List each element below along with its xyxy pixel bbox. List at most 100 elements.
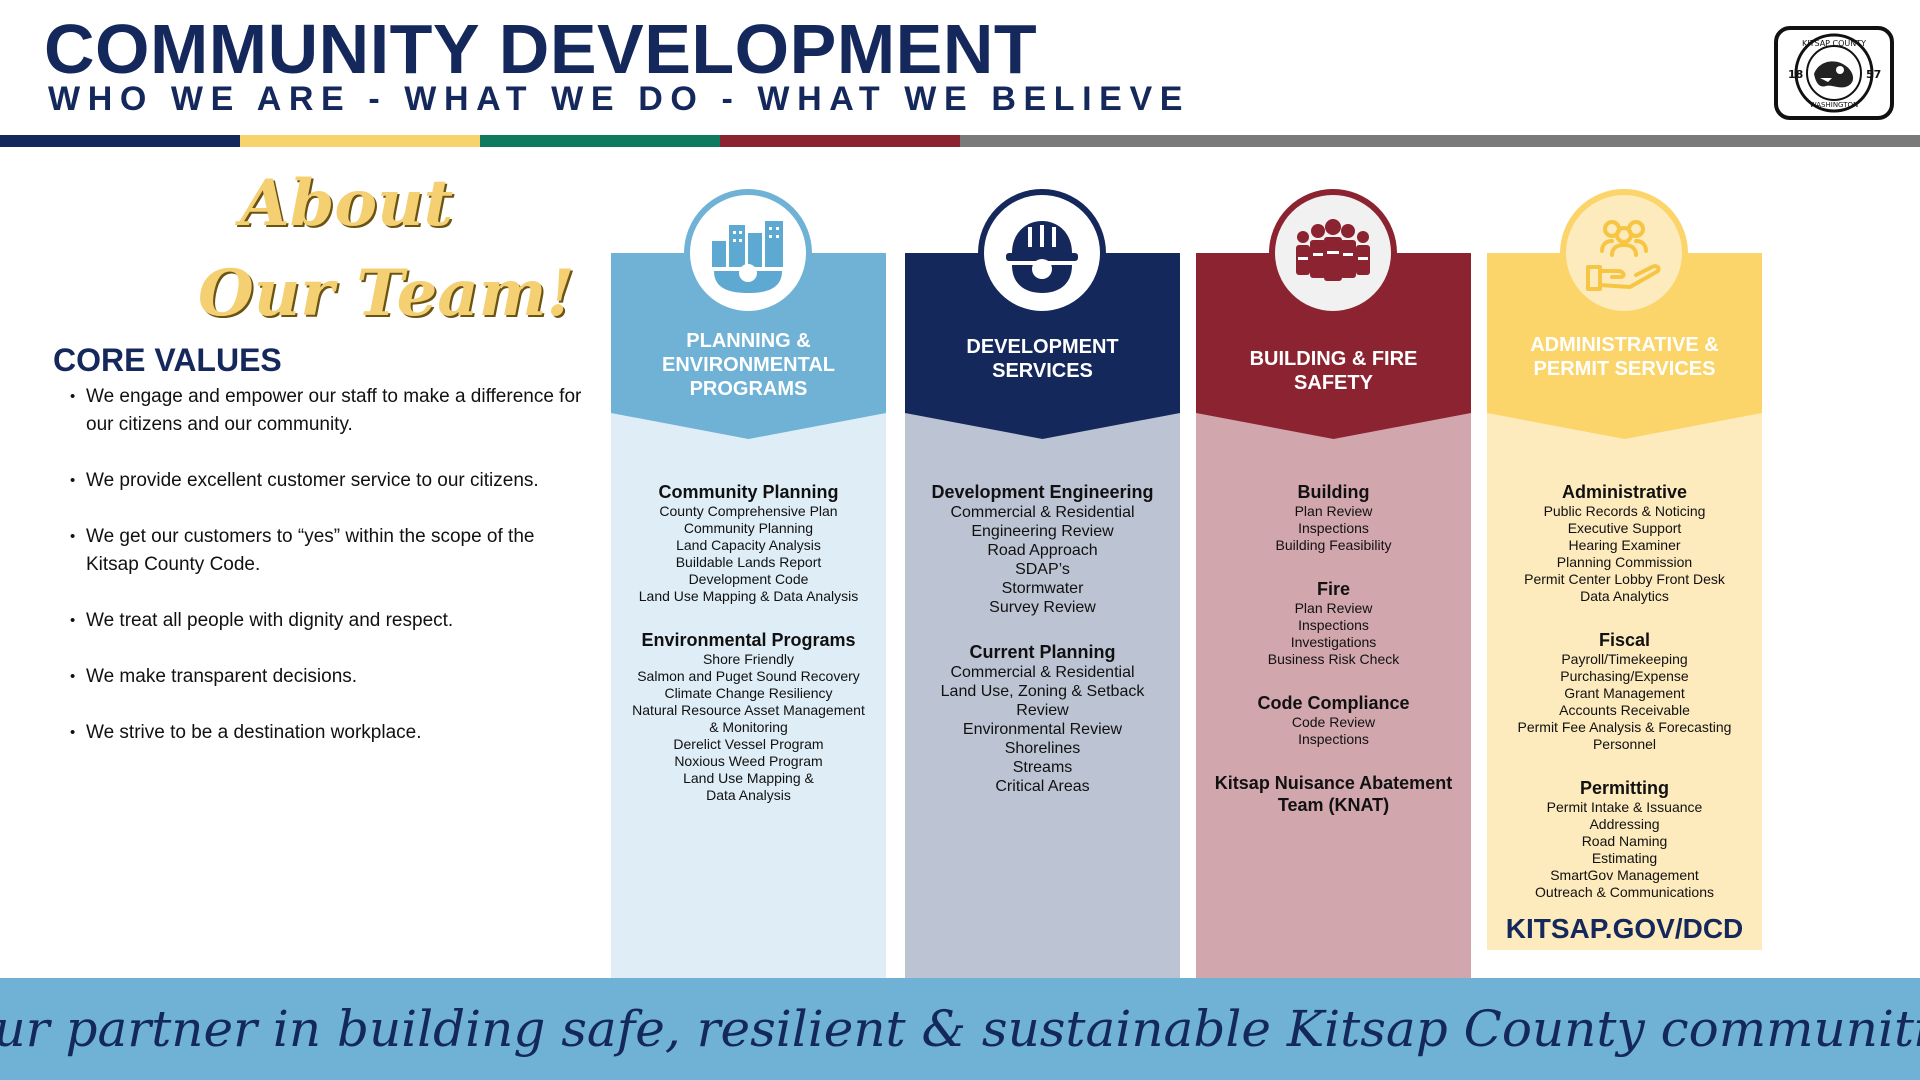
column-body: Building Plan Review Inspections Buildin… — [1196, 413, 1471, 979]
section-list: Commercial & Residential Land Use, Zonin… — [905, 663, 1180, 796]
footer-tagline: Your partner in building safe, resilient… — [0, 1000, 1920, 1058]
seal-text-top: KITSAP COUNTY — [1802, 39, 1866, 48]
column-administrative-permit: ADMINISTRATIVE & PERMIT SERVICES Adminis… — [1487, 189, 1762, 950]
section-item: Purchasing/Expense — [1560, 668, 1689, 684]
column-title: ADMINISTRATIVE & PERMIT SERVICES — [1530, 334, 1719, 380]
core-values-title: CORE VALUES — [53, 342, 282, 378]
section-list: Commercial & Residential Engineering Rev… — [905, 503, 1180, 617]
section-item: Permit Intake & Issuance — [1546, 799, 1703, 815]
column-header: ADMINISTRATIVE & PERMIT SERVICES — [1487, 253, 1762, 439]
column-title: DEVELOPMENT SERVICES — [966, 336, 1119, 382]
kitsap-county-seal-icon: KITSAP COUNTY WASHINGTON 18 57 — [1774, 26, 1894, 120]
section-item: County Comprehensive Plan — [659, 503, 838, 519]
section-item: Land Use Mapping & — [683, 770, 814, 786]
section-item: Shorelines — [1004, 740, 1081, 757]
section-list: Permit Intake & Issuance Addressing Road… — [1487, 799, 1762, 901]
section-list: Plan Review Inspections Investigations B… — [1196, 600, 1471, 668]
section-item: Outreach & Communications — [1535, 884, 1714, 900]
color-stripe-bar — [0, 135, 1920, 147]
section-item: Planning Commission — [1556, 554, 1693, 570]
city-gear-icon — [684, 189, 812, 317]
section-item: Executive Support — [1567, 520, 1682, 536]
section-item: Commercial & Residential — [950, 664, 1135, 681]
seal-year-right: 57 — [1866, 68, 1881, 81]
seal-year-left: 18 — [1788, 68, 1803, 81]
section-list: County Comprehensive Plan Community Plan… — [611, 503, 886, 605]
page-subtitle: WHO WE ARE - WHAT WE DO - WHAT WE BELIEV… — [48, 80, 1190, 118]
section-item: Natural Resource Asset Management — [632, 702, 865, 718]
section-item: Investigations — [1290, 634, 1377, 650]
section-item: Development Code — [688, 571, 809, 587]
section-item: Business Risk Check — [1267, 651, 1400, 667]
section-heading: Permitting — [1579, 778, 1669, 798]
core-value-item: We provide excellent customer service to… — [62, 467, 582, 495]
section-heading: Current Planning — [969, 642, 1116, 662]
section-heading: Building — [1297, 482, 1370, 502]
section-item: Plan Review — [1294, 600, 1373, 616]
section-item: Land Use, Zoning & Setback — [940, 683, 1145, 700]
section-item: Survey Review — [989, 599, 1096, 616]
core-value-item: We treat all people with dignity and res… — [62, 607, 582, 635]
section-item: SmartGov Management — [1550, 867, 1699, 883]
section-item: Permit Center Lobby Front Desk — [1524, 571, 1725, 587]
section-item: Derelict Vessel Program — [673, 736, 824, 752]
section-list: Payroll/Timekeeping Purchasing/Expense G… — [1487, 651, 1762, 753]
section-item: Climate Change Resiliency — [664, 685, 833, 701]
column-development-services: DEVELOPMENT SERVICES Development Enginee… — [905, 189, 1180, 980]
core-value-item: We strive to be a destination workplace. — [62, 719, 582, 747]
section-item: Road Approach — [987, 542, 1098, 559]
core-value-item: We engage and empower our staff to make … — [62, 383, 582, 439]
section-heading: Fiscal — [1598, 630, 1651, 650]
stripe-yellow — [240, 135, 480, 147]
section-list: Public Records & Noticing Executive Supp… — [1487, 503, 1762, 605]
section-item: Salmon and Puget Sound Recovery — [637, 668, 860, 684]
section-item: Land Use Mapping & Data Analysis — [638, 588, 859, 604]
section-heading: Code Compliance — [1257, 693, 1410, 713]
section-heading: Fire — [1316, 579, 1350, 599]
core-value-item: We get our customers to “yes” within the… — [62, 523, 582, 579]
section-item: Payroll/Timekeeping — [1561, 651, 1688, 667]
section-heading: Environmental Programs — [641, 630, 856, 650]
section-list: Plan Review Inspections Building Feasibi… — [1196, 503, 1471, 554]
workers-group-icon — [1269, 189, 1397, 317]
core-value-item: We make transparent decisions. — [62, 663, 582, 691]
section-item: Review — [1016, 702, 1069, 719]
section-heading: Community Planning — [658, 482, 839, 502]
section-heading: Development Engineering — [931, 482, 1154, 502]
stripe-red — [720, 135, 960, 147]
section-item: Data Analysis — [706, 787, 791, 803]
about-heading-line2: Our Team! — [198, 256, 575, 331]
section-heading: Kitsap Nuisance Abatement Team (KNAT) — [1214, 773, 1453, 815]
section-item: Building Feasibility — [1275, 537, 1392, 553]
section-heading: Administrative — [1561, 482, 1688, 502]
about-heading-line1: About — [240, 166, 454, 241]
section-item: Estimating — [1591, 850, 1658, 866]
section-item: Critical Areas — [995, 778, 1090, 795]
section-item: Inspections — [1298, 520, 1369, 536]
section-item: Streams — [1012, 759, 1073, 776]
column-body: Administrative Public Records & Noticing… — [1487, 413, 1762, 950]
section-item: Stormwater — [1001, 580, 1084, 597]
section-item: Code Review — [1291, 714, 1376, 730]
website-link[interactable]: KITSAP.GOV/DCD — [1505, 913, 1744, 944]
section-item: Addressing — [1589, 816, 1660, 832]
column-body: Development Engineering Commercial & Res… — [905, 413, 1180, 980]
stripe-gray — [960, 135, 1920, 147]
hardhat-gear-icon — [978, 189, 1106, 317]
section-list: Shore Friendly Salmon and Puget Sound Re… — [611, 651, 886, 804]
section-item: Shore Friendly — [702, 651, 795, 667]
section-item: Data Analytics — [1580, 588, 1669, 604]
column-building-fire-safety: BUILDING & FIRE SAFETY Building Plan Rev… — [1196, 189, 1471, 979]
stripe-green — [480, 135, 720, 147]
section-item: Accounts Receivable — [1559, 702, 1690, 718]
column-body: Community Planning County Comprehensive … — [611, 413, 886, 979]
section-item: Community Planning — [683, 520, 814, 536]
section-item: Land Capacity Analysis — [676, 537, 821, 553]
section-item: Engineering Review — [971, 523, 1114, 540]
section-item: Noxious Weed Program — [674, 753, 823, 769]
page-title: COMMUNITY DEVELOPMENT — [44, 10, 1038, 88]
footer-banner: Your partner in building safe, resilient… — [0, 978, 1920, 1080]
section-list: Code Review Inspections — [1196, 714, 1471, 748]
section-item: Environmental Review — [962, 721, 1123, 738]
section-item: Commercial & Residential — [950, 504, 1135, 521]
